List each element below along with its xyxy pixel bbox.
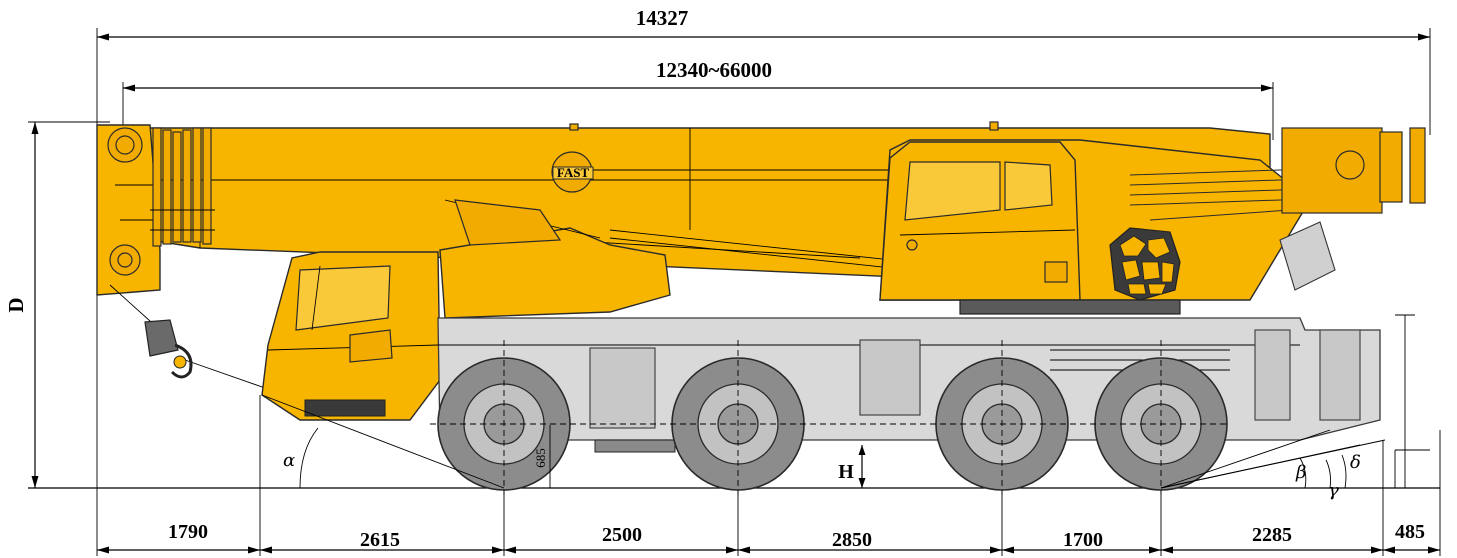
counterweight: [1109, 227, 1181, 301]
rear-height-dimensions: [1394, 314, 1430, 488]
axle-2-3-label: 2500: [602, 524, 642, 546]
bottom-chain-dimension: 1790 2615 2500 2850 1700 2285 485: [96, 300, 1441, 556]
operator-cab: [879, 141, 1081, 301]
ground-clearance-dimension: H: [838, 445, 866, 488]
boom-logo: FAST: [557, 165, 590, 180]
boom-length-label: 12340~66000: [656, 58, 772, 82]
carrier-cab: [261, 199, 671, 421]
departure-angles: β γ δ: [1160, 429, 1386, 501]
approach-angle: α: [261, 394, 505, 489]
height-label: D: [4, 297, 28, 312]
boom-length-dimension: 12340~66000: [122, 58, 1274, 140]
axle-5-6-label: 2285: [1252, 524, 1292, 546]
overall-length-dimension: 14327: [96, 6, 1431, 300]
departure-angle-gamma-label: γ: [1328, 480, 1339, 501]
wheel-radius-dimension: 685: [533, 425, 551, 488]
slewing-ring: [959, 299, 1181, 315]
axle-1-2-label: 2615: [360, 529, 400, 551]
axle-4-5-label: 1700: [1063, 529, 1103, 551]
departure-angle-beta-label: β: [1295, 462, 1306, 483]
wheel-radius-label: 685: [533, 448, 548, 468]
axle-3-4-label: 2850: [832, 529, 872, 551]
rear-winch-housing: [1281, 127, 1383, 214]
approach-angle-label: α: [283, 450, 295, 471]
axle-centre-lines: [430, 340, 1230, 495]
overall-length-label: 14327: [636, 6, 689, 30]
ground-clearance-label: H: [838, 461, 854, 483]
rear-overhang-label: 485: [1395, 521, 1425, 543]
departure-angle-delta-label: δ: [1350, 452, 1361, 473]
boom-sections: [150, 127, 215, 247]
hook-block: [109, 284, 286, 396]
superstructure: [879, 127, 1426, 315]
front-overhang-label: 1790: [168, 521, 208, 543]
carrier-chassis: [437, 317, 1381, 453]
height-dimension: D: [4, 121, 110, 488]
